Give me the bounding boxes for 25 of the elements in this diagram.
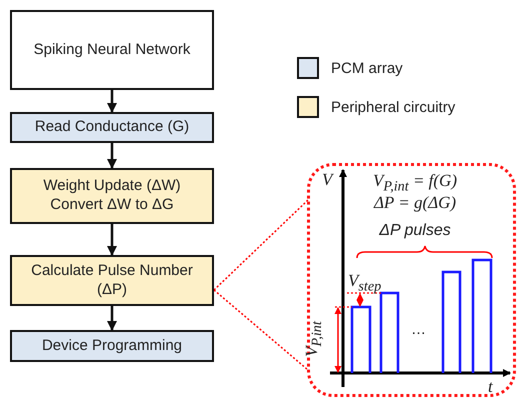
process-box (10, 112, 214, 143)
ellipsis: … (411, 321, 426, 340)
math-label: V (322, 169, 332, 190)
callout-bubble (307, 163, 516, 397)
leader-line (213, 199, 309, 291)
arrow (107, 306, 117, 331)
annotation-text: ΔP pulses (378, 221, 452, 241)
box-text: Convert ΔW to ΔG (50, 196, 174, 215)
math-label: t (488, 376, 493, 398)
box-text: Calculate Pulse Number (ΔP) (30, 262, 194, 300)
box-text: Spiking Neural Network (34, 40, 190, 60)
box-text: Device Programming (42, 336, 182, 356)
process-box (10, 330, 214, 362)
process-box (10, 168, 214, 224)
box-text: Read Conductance (G) (34, 118, 190, 137)
legend-label: Peripheral circuitry (331, 98, 456, 116)
math-label: V$_{step}$ (348, 270, 382, 296)
leader-line (214, 289, 308, 371)
process-box (10, 10, 214, 90)
arrow (107, 143, 117, 169)
process-box (10, 255, 214, 306)
arrow (107, 224, 117, 256)
arrow (107, 90, 117, 113)
box-text: Weight Update (ΔW) (43, 177, 181, 196)
legend-label: PCM array (331, 60, 403, 76)
